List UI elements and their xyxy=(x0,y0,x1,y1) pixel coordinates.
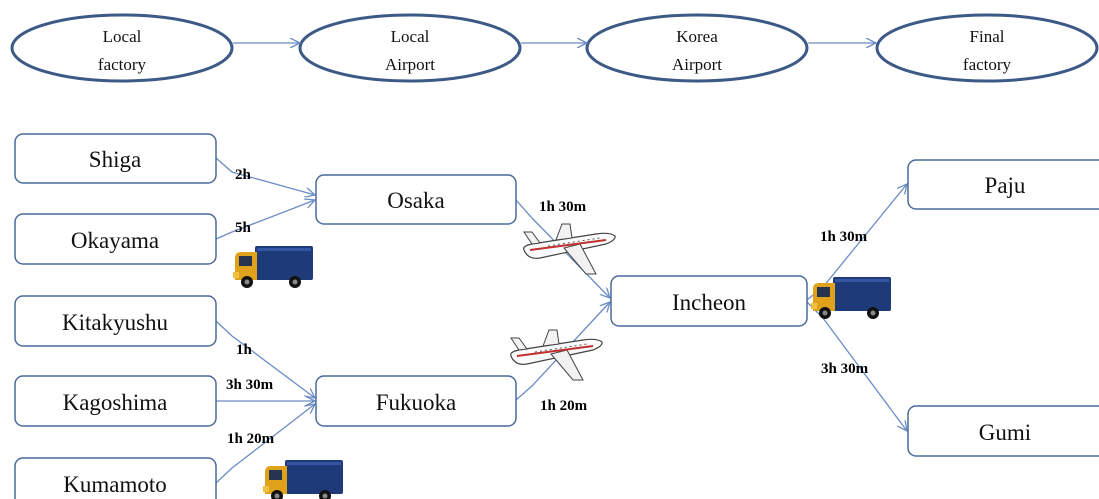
duration-label: 3h 30m xyxy=(226,377,274,393)
route-shiga-osaka xyxy=(215,157,315,195)
flow-stage-label: factory xyxy=(98,55,147,74)
node-kagoshima: Kagoshima xyxy=(14,375,217,427)
node-label: Okayama xyxy=(71,228,159,253)
node-label: Kitakyushu xyxy=(62,310,169,335)
flow-stage-label: Airport xyxy=(672,55,722,74)
duration-label: 1h 30m xyxy=(820,229,868,245)
flow-stage-korea-airport: Korea Airport xyxy=(585,13,809,83)
duration-label: 1h 20m xyxy=(227,431,275,447)
node-shiga: Shiga xyxy=(14,133,217,184)
node-okayama: Okayama xyxy=(14,213,217,265)
duration-label: 2h xyxy=(235,167,252,183)
duration-label: 1h 20m xyxy=(540,398,588,414)
flow-stage-final-factory: Final factory xyxy=(875,13,1099,83)
node-label: Shiga xyxy=(89,147,141,172)
node-incheon: Incheon xyxy=(610,275,808,327)
node-label: Gumi xyxy=(979,420,1031,445)
node-label: Paju xyxy=(985,173,1026,198)
flow-stage-local-airport: Local Airport xyxy=(298,13,522,83)
airplane-icon xyxy=(509,329,604,381)
flow-stage-label: Local xyxy=(103,27,142,46)
route-okayama-osaka xyxy=(215,200,315,240)
flow-stage-label: Korea xyxy=(676,27,718,46)
duration-label: 1h xyxy=(236,342,253,358)
route-kitakyushu-fukuoka xyxy=(215,320,315,398)
airplane-icon xyxy=(522,223,617,275)
flow-stage-label: factory xyxy=(963,55,1012,74)
node-osaka: Osaka xyxy=(315,174,517,225)
node-label: Incheon xyxy=(672,290,747,315)
node-gumi: Gumi xyxy=(907,405,1099,457)
flow-stage-local-factory: Local factory xyxy=(10,13,234,83)
node-kitakyushu: Kitakyushu xyxy=(14,295,217,347)
node-label: Fukuoka xyxy=(376,390,457,415)
node-paju: Paju xyxy=(907,159,1099,210)
duration-label: 3h 30m xyxy=(821,361,869,377)
node-label: Kagoshima xyxy=(63,390,168,415)
duration-label: 1h 30m xyxy=(539,199,587,215)
node-fukuoka: Fukuoka xyxy=(315,375,517,427)
node-kumamoto: Kumamoto xyxy=(14,457,217,499)
node-label: Kumamoto xyxy=(63,472,167,497)
route-fukuoka-incheon xyxy=(515,302,610,401)
route-kumamoto-fukuoka xyxy=(215,404,315,484)
truck-icon xyxy=(263,460,343,499)
flow-stage-label: Final xyxy=(970,27,1005,46)
node-label: Osaka xyxy=(387,188,444,213)
truck-icon xyxy=(233,246,313,288)
duration-label: 5h xyxy=(235,220,252,236)
flow-stage-label: Airport xyxy=(385,55,435,74)
flow-stage-label: Local xyxy=(391,27,430,46)
truck-icon xyxy=(811,277,891,319)
